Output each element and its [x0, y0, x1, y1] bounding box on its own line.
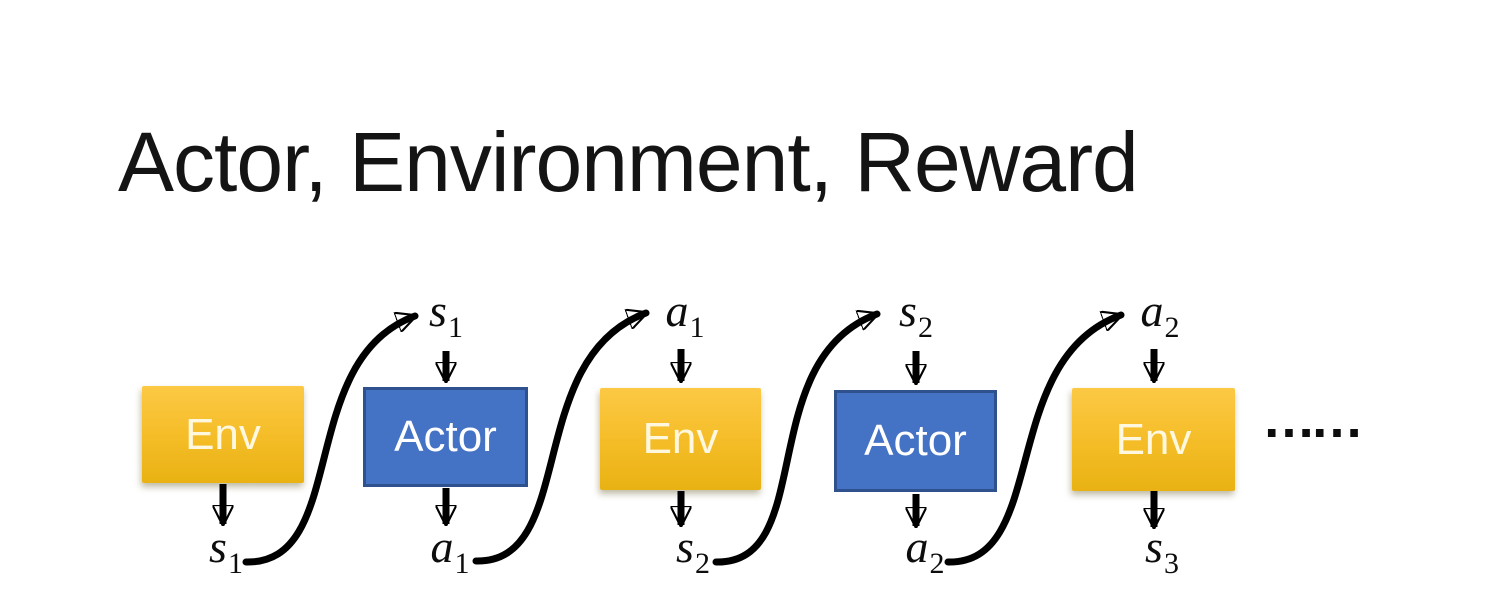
top-label-s2-base: s [899, 285, 917, 336]
bottom-label-s3: s3 [1145, 521, 1179, 579]
env-box-3: Env [1072, 388, 1235, 491]
env-box-2-label: Env [642, 414, 719, 463]
input-arrows [446, 349, 1154, 383]
bottom-label-a2-sub: 2 [929, 547, 945, 580]
bottom-label-s2-base: s [676, 521, 694, 572]
env-box-1: Env [142, 386, 304, 483]
bottom-label-a1: a1 [430, 521, 470, 579]
env-box-1-label: Env [185, 409, 261, 459]
actor-box-1: Actor [363, 387, 528, 487]
env-box-3-label: Env [1115, 414, 1192, 464]
top-label-s2: s2 [899, 285, 933, 343]
top-label-a2-sub: 2 [1164, 311, 1180, 344]
actor-box-2: Actor [834, 390, 997, 492]
slide-title: Actor, Environment, Reward [118, 115, 1139, 209]
actor-box-1-label: Actor [394, 412, 497, 461]
bottom-label-a1-sub: 1 [454, 547, 470, 580]
continuation-ellipsis: …… [1262, 389, 1364, 449]
top-label-s1: s1 [429, 285, 463, 343]
top-label-a2-base: a [1140, 285, 1164, 336]
top-label-s1-base: s [429, 285, 447, 336]
top-label-a1-sub: 1 [689, 311, 705, 344]
bottom-label-s1-sub: 1 [227, 547, 243, 580]
env-box-2: Env [600, 388, 761, 490]
top-label-s2-sub: 2 [917, 311, 933, 344]
actor-box-2-label: Actor [864, 416, 967, 465]
top-label-s1-sub: 1 [447, 311, 463, 344]
bottom-label-a2-base: a [905, 521, 929, 572]
top-label-a2: a2 [1140, 285, 1180, 343]
top-label-a1: a1 [665, 285, 705, 343]
bottom-label-s2-sub: 2 [694, 547, 710, 580]
bottom-label-s1: s1 [209, 521, 243, 579]
bottom-label-s3-sub: 3 [1163, 547, 1179, 580]
bottom-label-s3-base: s [1145, 521, 1163, 572]
bottom-label-a2: a2 [905, 521, 945, 579]
bottom-label-a1-base: a [430, 521, 454, 572]
top-label-a1-base: a [665, 285, 689, 336]
bottom-label-s2: s2 [676, 521, 710, 579]
bottom-label-s1-base: s [209, 521, 227, 572]
